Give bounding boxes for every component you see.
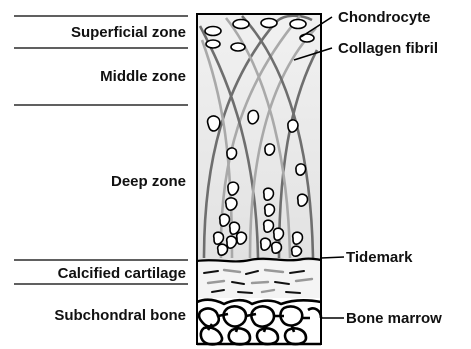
chondrocyte xyxy=(227,236,237,248)
chondrocyte xyxy=(218,244,228,255)
chondrocyte xyxy=(220,214,230,226)
chondrocyte xyxy=(233,20,249,29)
chondrocyte xyxy=(265,204,275,216)
chondrocyte xyxy=(261,238,271,250)
chondrocyte xyxy=(228,182,239,195)
chondrocyte xyxy=(206,40,220,48)
chondrocyte xyxy=(231,43,245,51)
chondrocyte xyxy=(237,232,247,244)
cartilage-column xyxy=(197,14,321,261)
subchondral-bone-layer xyxy=(197,298,321,344)
chondrocyte xyxy=(298,194,308,206)
chondrocyte xyxy=(208,116,220,131)
chondrocyte xyxy=(274,228,284,240)
chondrocyte xyxy=(290,20,306,29)
chondrocyte xyxy=(264,220,274,232)
chondrocyte xyxy=(265,144,275,155)
label-chondrocyte: Chondrocyte xyxy=(338,9,431,26)
label-subchondral-bone: Subchondral bone xyxy=(54,307,186,324)
chondrocyte xyxy=(292,246,302,256)
chondrocyte xyxy=(288,120,298,132)
chondrocyte xyxy=(293,232,303,244)
chondrocyte xyxy=(272,242,282,253)
chondrocyte xyxy=(227,148,237,159)
zone-guide-lines xyxy=(14,16,188,284)
label-collagen-fibril: Collagen fibril xyxy=(338,40,438,57)
chondrocyte xyxy=(226,198,237,210)
chondrocyte xyxy=(205,27,221,36)
chondrocyte xyxy=(248,110,258,123)
label-superficial-zone: Superficial zone xyxy=(71,24,186,41)
label-calcified-cartilage: Calcified cartilage xyxy=(58,265,186,282)
label-deep-zone: Deep zone xyxy=(111,173,186,190)
label-middle-zone: Middle zone xyxy=(100,68,186,85)
label-tidemark: Tidemark xyxy=(346,249,413,266)
chondrocyte xyxy=(261,19,277,28)
chondrocyte xyxy=(264,188,274,200)
label-bone-marrow: Bone marrow xyxy=(346,310,442,327)
chondrocyte xyxy=(300,34,314,42)
chondrocyte xyxy=(296,164,306,175)
chondrocyte xyxy=(214,232,224,244)
